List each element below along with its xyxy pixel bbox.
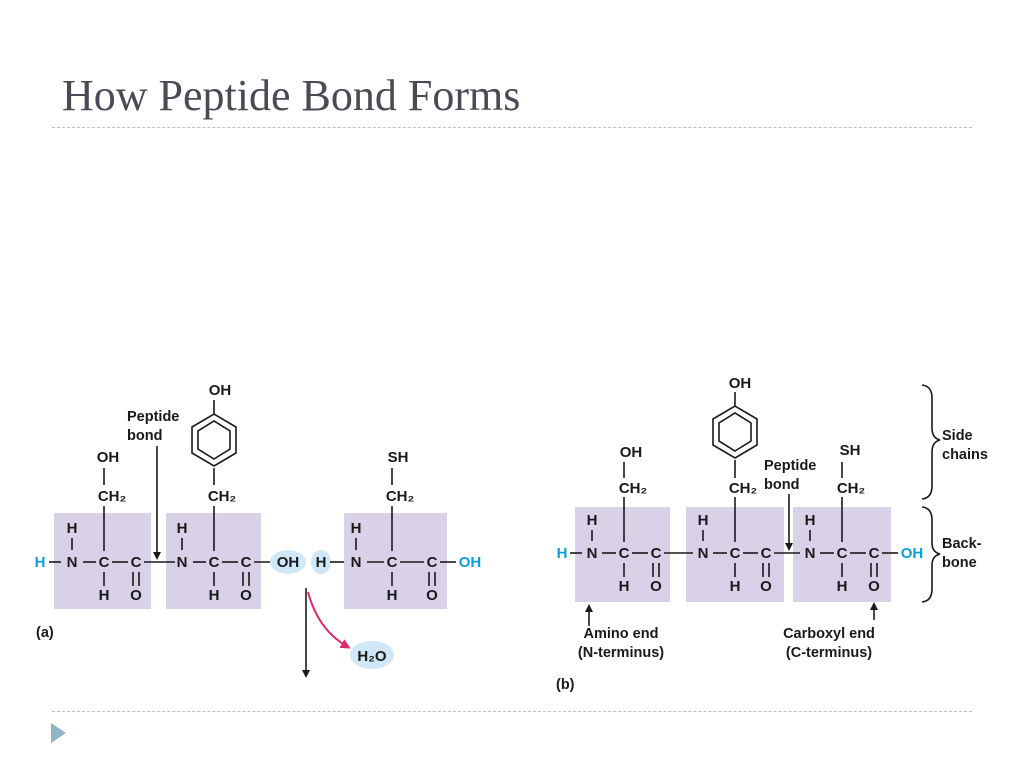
atom-c-alpha: C bbox=[387, 554, 398, 571]
atom-oh: OH bbox=[209, 382, 232, 399]
atom-h-terminal: H bbox=[557, 545, 568, 562]
atom-c-carbonyl: C bbox=[651, 545, 662, 562]
water-release-arrow bbox=[307, 591, 351, 649]
atom-oh-terminal: OH bbox=[901, 545, 924, 562]
atom-oh-terminal: OH bbox=[459, 554, 482, 571]
side-chains-brace bbox=[921, 384, 941, 500]
atom-sh: SH bbox=[388, 449, 409, 466]
atom-h: H bbox=[209, 587, 220, 604]
atom-h: H bbox=[805, 512, 816, 529]
backbone-label: Back- bbox=[942, 536, 982, 552]
atom-ch2: CH₂ bbox=[386, 488, 414, 505]
atom-o: O bbox=[650, 578, 662, 595]
backbone-box-1 bbox=[575, 507, 670, 602]
atom-c-carbonyl: C bbox=[427, 554, 438, 571]
side-chains-label: chains bbox=[942, 447, 988, 463]
peptide-bond-label: Peptide bbox=[764, 458, 816, 474]
atom-oh: OH bbox=[620, 444, 643, 461]
atom-h: H bbox=[177, 520, 188, 537]
atom-c-carbonyl: C bbox=[241, 554, 252, 571]
atom-n: N bbox=[698, 545, 709, 562]
atom-h: H bbox=[587, 512, 598, 529]
atom-h: H bbox=[730, 578, 741, 595]
removed-h-bubble bbox=[311, 550, 331, 574]
backbone-brace bbox=[921, 506, 941, 603]
panel-b-label: (b) bbox=[556, 677, 575, 693]
atom-h: H bbox=[619, 578, 630, 595]
panel-b: H N H C CH₂ OH H C O N H C CH₂ OH H C bbox=[556, 375, 988, 693]
atom-ch2: CH₂ bbox=[837, 480, 865, 497]
water-label: H₂O bbox=[357, 648, 386, 665]
atom-sh: SH bbox=[840, 442, 861, 459]
water-bubble bbox=[350, 641, 394, 669]
atom-o: O bbox=[760, 578, 772, 595]
title-divider bbox=[52, 127, 972, 128]
atom-c-carbonyl: C bbox=[131, 554, 142, 571]
atom-n: N bbox=[351, 554, 362, 571]
atom-n: N bbox=[177, 554, 188, 571]
backbone-label: bone bbox=[942, 555, 977, 571]
atom-c-alpha: C bbox=[209, 554, 220, 571]
removed-oh: OH bbox=[277, 554, 300, 571]
atom-c-alpha: C bbox=[730, 545, 741, 562]
peptide-bond-label: bond bbox=[764, 477, 799, 493]
atom-ch2: CH₂ bbox=[729, 480, 757, 497]
atom-h: H bbox=[351, 520, 362, 537]
atom-ch2: CH₂ bbox=[98, 488, 126, 505]
atom-c-alpha: C bbox=[837, 545, 848, 562]
peptide-bond-label: bond bbox=[127, 428, 162, 444]
amino-end-label: Amino end bbox=[584, 626, 659, 642]
backbone-box-serine bbox=[54, 513, 151, 609]
atom-h: H bbox=[67, 520, 78, 537]
atom-c-carbonyl: C bbox=[869, 545, 880, 562]
atom-o: O bbox=[240, 587, 252, 604]
atom-c-alpha: C bbox=[619, 545, 630, 562]
peptide-bond-label: Peptide bbox=[127, 409, 179, 425]
atom-h: H bbox=[837, 578, 848, 595]
atom-c-alpha: C bbox=[99, 554, 110, 571]
atom-h: H bbox=[698, 512, 709, 529]
atom-o: O bbox=[426, 587, 438, 604]
atom-ch2: CH₂ bbox=[619, 480, 647, 497]
atom-n: N bbox=[587, 545, 598, 562]
atom-h: H bbox=[99, 587, 110, 604]
panel-a: H N H C CH₂ OH H C O Peptide bond N H C … bbox=[35, 382, 482, 678]
slide-title: How Peptide Bond Forms bbox=[62, 71, 521, 120]
atom-o: O bbox=[868, 578, 880, 595]
atom-ch2: CH₂ bbox=[208, 488, 236, 505]
atom-oh: OH bbox=[729, 375, 752, 392]
carboxyl-end-label: (C-terminus) bbox=[786, 645, 872, 661]
atom-h-terminal: H bbox=[35, 554, 46, 571]
amino-end-label: (N-terminus) bbox=[578, 645, 664, 661]
footer-divider bbox=[52, 711, 972, 712]
atom-c-carbonyl: C bbox=[761, 545, 772, 562]
atom-o: O bbox=[130, 587, 142, 604]
atom-n: N bbox=[805, 545, 816, 562]
atom-h: H bbox=[387, 587, 398, 604]
removed-oh-bubble bbox=[270, 550, 306, 574]
panel-a-label: (a) bbox=[36, 625, 54, 641]
slide-bullet-icon bbox=[51, 723, 66, 743]
removed-h: H bbox=[316, 554, 327, 571]
side-chains-label: Side bbox=[942, 428, 973, 444]
atom-oh: OH bbox=[97, 449, 120, 466]
backbone-box-cysteine bbox=[344, 513, 447, 609]
atom-n: N bbox=[67, 554, 78, 571]
carboxyl-end-label: Carboxyl end bbox=[783, 626, 875, 642]
